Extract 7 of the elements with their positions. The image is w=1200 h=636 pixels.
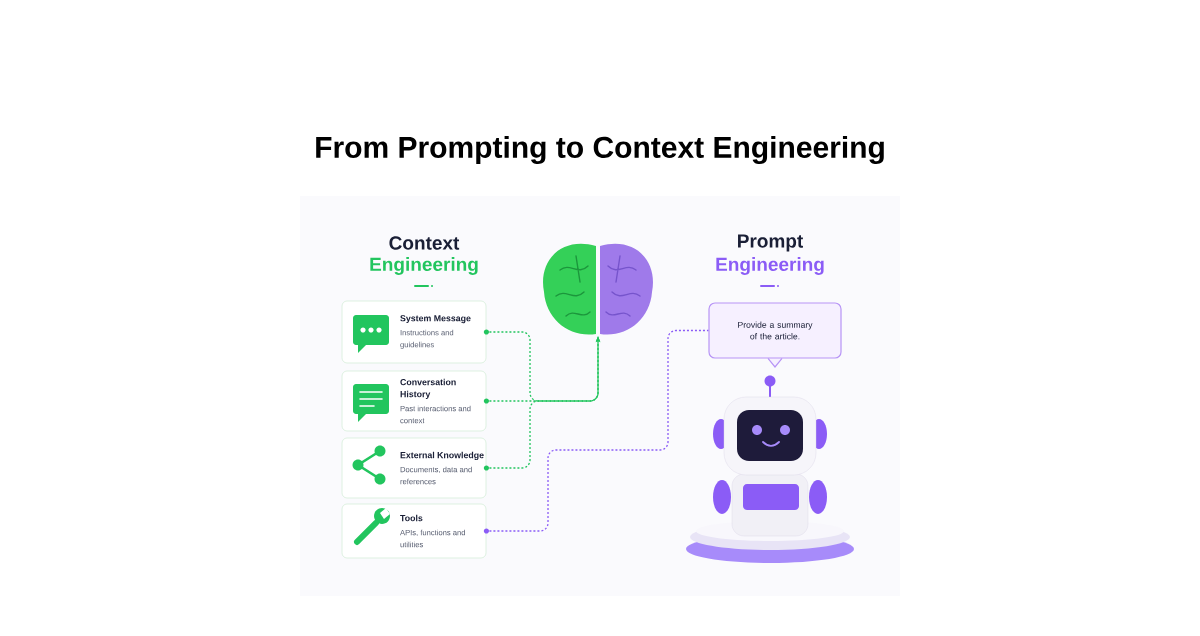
brain-drawing xyxy=(543,243,653,335)
heading: Engineering xyxy=(370,257,478,275)
heading: Context xyxy=(389,236,460,250)
title: From Prompting to Context Engineering xyxy=(316,135,884,165)
heading: Engineering xyxy=(716,257,824,275)
speech-bubble: Provide a summary of the article. xyxy=(708,302,842,368)
heading: Prompt xyxy=(738,234,803,252)
